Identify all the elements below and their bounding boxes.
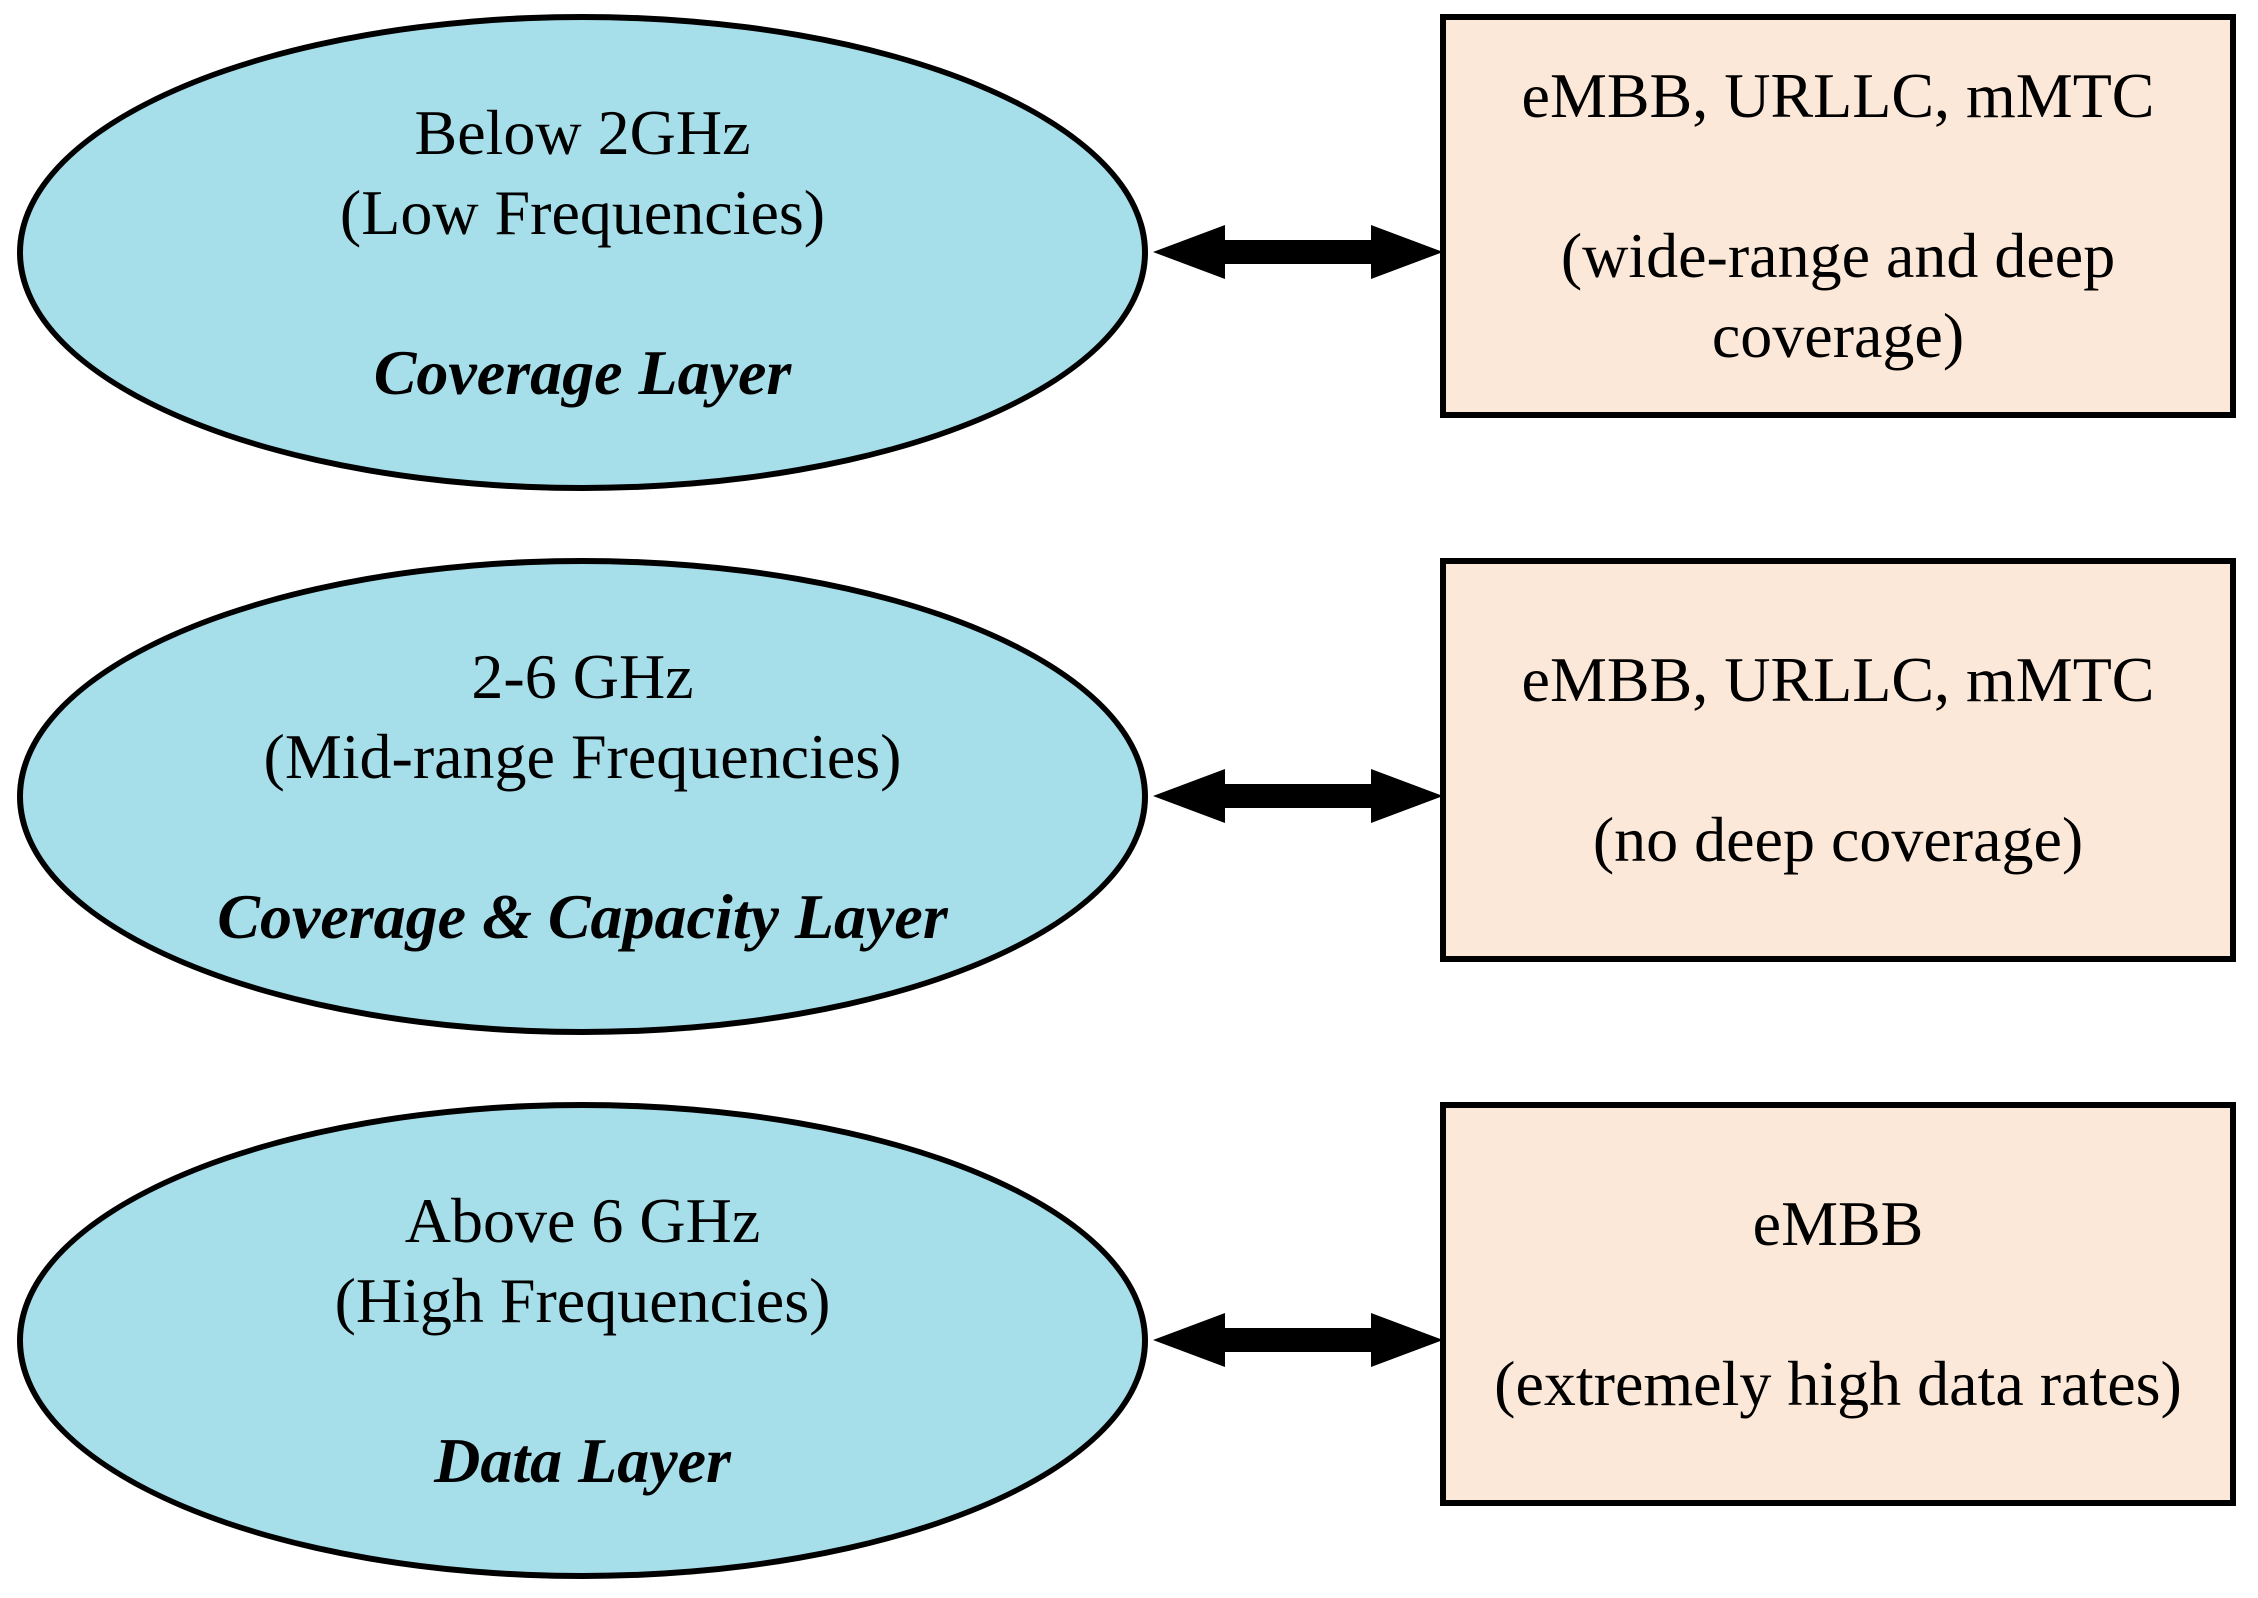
frequency-description-text: (Mid-range Frequencies) (263, 720, 902, 792)
row-data-layer: Above 6 GHz (High Frequencies) Data Laye… (0, 1102, 2258, 1580)
layer-name-text: Coverage & Capacity Layer (217, 880, 948, 952)
frequency-range-text: Below 2GHz (414, 96, 751, 168)
services-text: eMBB (1752, 1188, 1924, 1259)
frequency-description-text: (High Frequencies) (334, 1264, 831, 1336)
services-note-text: (no deep coverage) (1592, 804, 2084, 875)
double-arrow-icon (1153, 769, 1443, 823)
row-coverage-capacity-layer: 2-6 GHz (Mid-range Frequencies) Coverage… (0, 558, 2258, 1036)
frequency-range-text: 2-6 GHz (471, 640, 694, 712)
services-text: eMBB, URLLC, mMTC (1521, 60, 2155, 131)
services-box-data: eMBB (extremely high data rates) (1440, 1102, 2236, 1506)
services-box-coverage: eMBB, URLLC, mMTC (wide-range and deep c… (1440, 14, 2236, 418)
services-text: eMBB, URLLC, mMTC (1521, 644, 2155, 715)
frequency-ellipse-coverage: Below 2GHz (Low Frequencies) Coverage La… (17, 14, 1148, 491)
row-coverage-layer: Below 2GHz (Low Frequencies) Coverage La… (0, 14, 2258, 492)
double-arrow-icon (1153, 1313, 1443, 1367)
services-note-text: (extremely high data rates) (1494, 1348, 2182, 1419)
frequency-range-text: Above 6 GHz (404, 1184, 761, 1256)
frequency-ellipse-data: Above 6 GHz (High Frequencies) Data Laye… (17, 1102, 1148, 1579)
services-note-text: (wide-range and deep coverage) (1560, 220, 2116, 371)
frequency-ellipse-coverage-capacity: 2-6 GHz (Mid-range Frequencies) Coverage… (17, 558, 1148, 1035)
frequency-description-text: (Low Frequencies) (339, 176, 826, 248)
services-box-coverage-capacity: eMBB, URLLC, mMTC (no deep coverage) (1440, 558, 2236, 962)
layer-name-text: Data Layer (434, 1424, 731, 1496)
double-arrow-icon (1153, 225, 1443, 279)
layer-name-text: Coverage Layer (373, 336, 792, 408)
